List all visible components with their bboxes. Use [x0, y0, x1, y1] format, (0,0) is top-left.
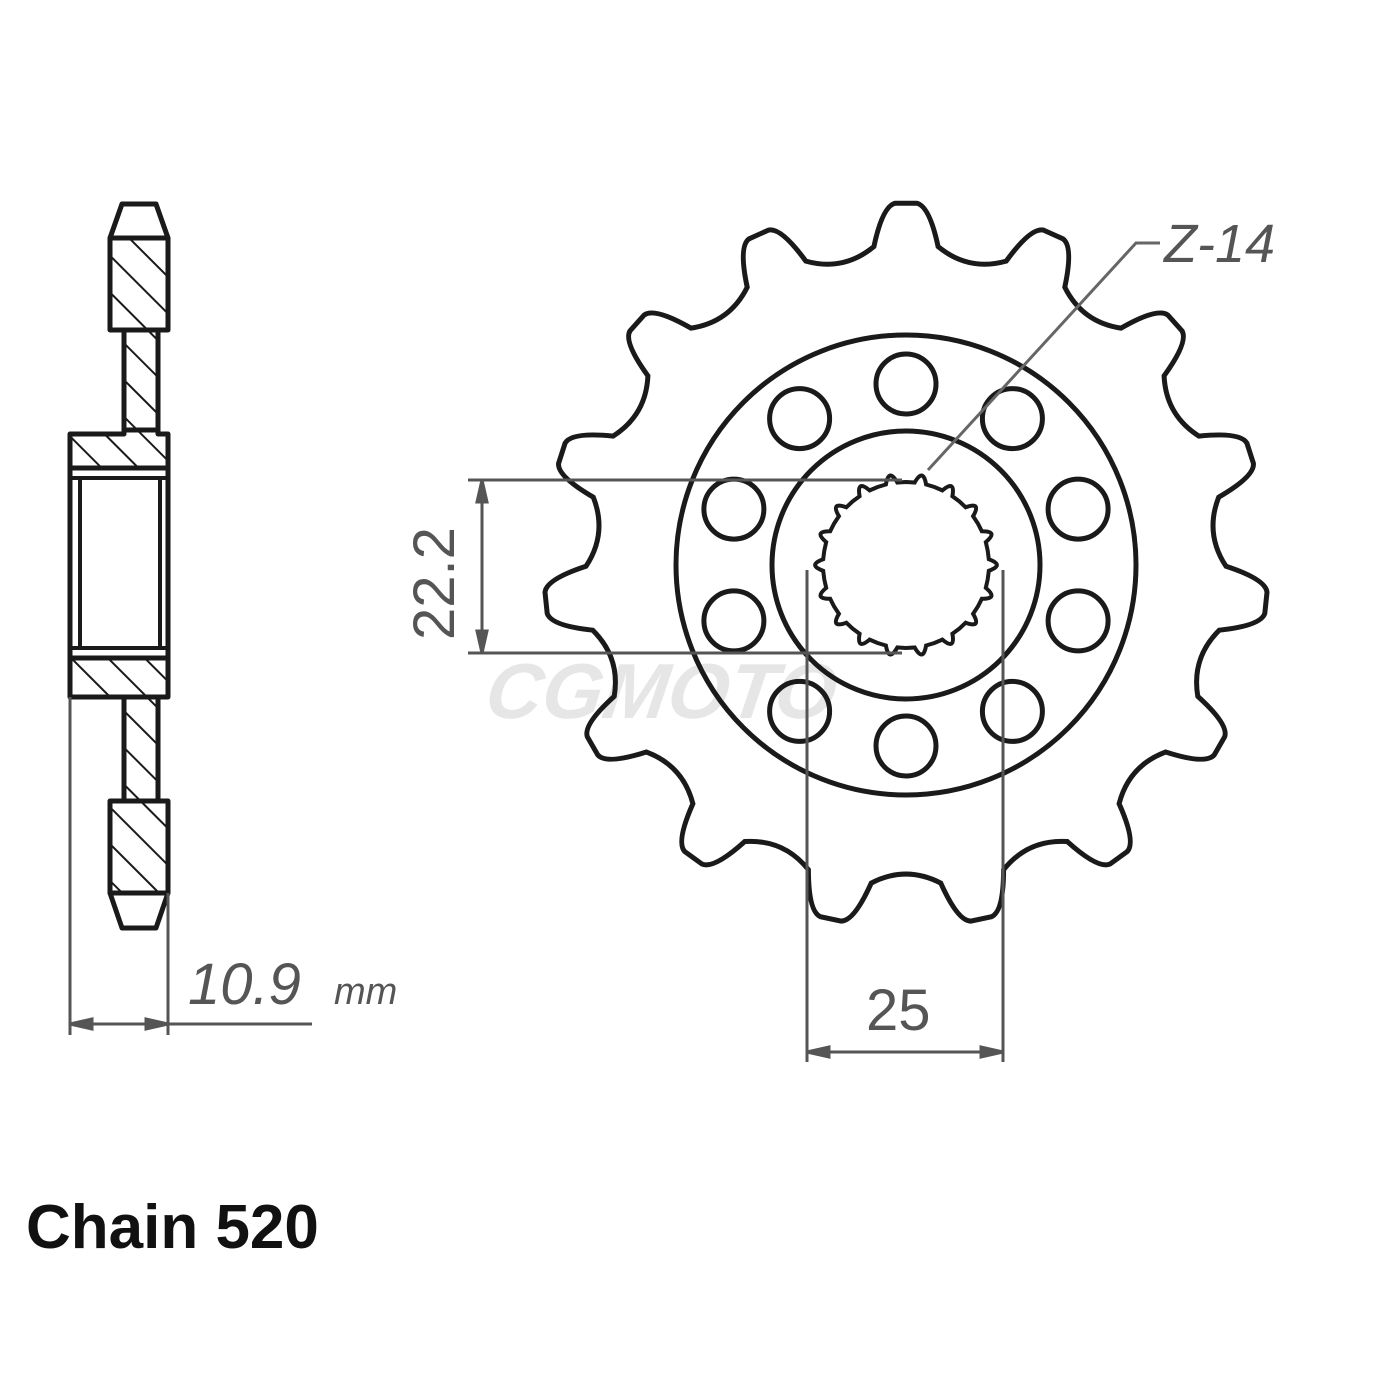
front-view	[542, 200, 1270, 924]
tooth-count-label: Z-14	[1162, 214, 1275, 274]
top-hub-section	[67, 427, 171, 471]
chain-size-label: Chain 520	[26, 1193, 319, 1262]
thickness-unit: mm	[334, 971, 397, 1013]
bolt-hole	[701, 588, 767, 654]
top-tooth-section	[107, 235, 171, 333]
tooth-count-leader	[926, 241, 1160, 472]
top-tooth-tip	[107, 201, 171, 241]
spline-height-value: 22.2	[402, 527, 467, 640]
bolt-hole	[873, 713, 939, 779]
thickness-dimension	[68, 697, 312, 1035]
side-section-view	[67, 201, 171, 931]
bottom-hub-section	[67, 655, 171, 703]
spline-width-value: 25	[866, 978, 931, 1043]
top-web-section	[121, 327, 161, 437]
bolt-hole	[701, 476, 767, 542]
bore	[67, 465, 171, 661]
bolt-hole	[873, 351, 939, 417]
spline-width-dimension	[805, 570, 1005, 1062]
bolt-hole	[767, 386, 833, 452]
bottom-web-section	[121, 694, 161, 804]
hub-outer-circle	[673, 332, 1139, 798]
watermark: CGMOTO	[481, 647, 843, 735]
bolt-hole	[979, 386, 1045, 452]
bolt-holes	[701, 351, 1111, 779]
bottom-tooth-section	[107, 798, 171, 896]
bolt-hole	[1045, 476, 1111, 542]
thickness-value: 10.9	[188, 952, 301, 1017]
hub-inner-circle	[769, 428, 1043, 702]
spline-height-dimension	[468, 478, 902, 655]
outer-teeth-profile	[542, 200, 1270, 924]
bolt-hole	[767, 678, 833, 744]
bottom-tooth-tip	[107, 890, 171, 931]
spline-bore-profile	[813, 473, 999, 657]
bolt-hole	[1045, 588, 1111, 654]
bolt-hole	[979, 678, 1045, 744]
